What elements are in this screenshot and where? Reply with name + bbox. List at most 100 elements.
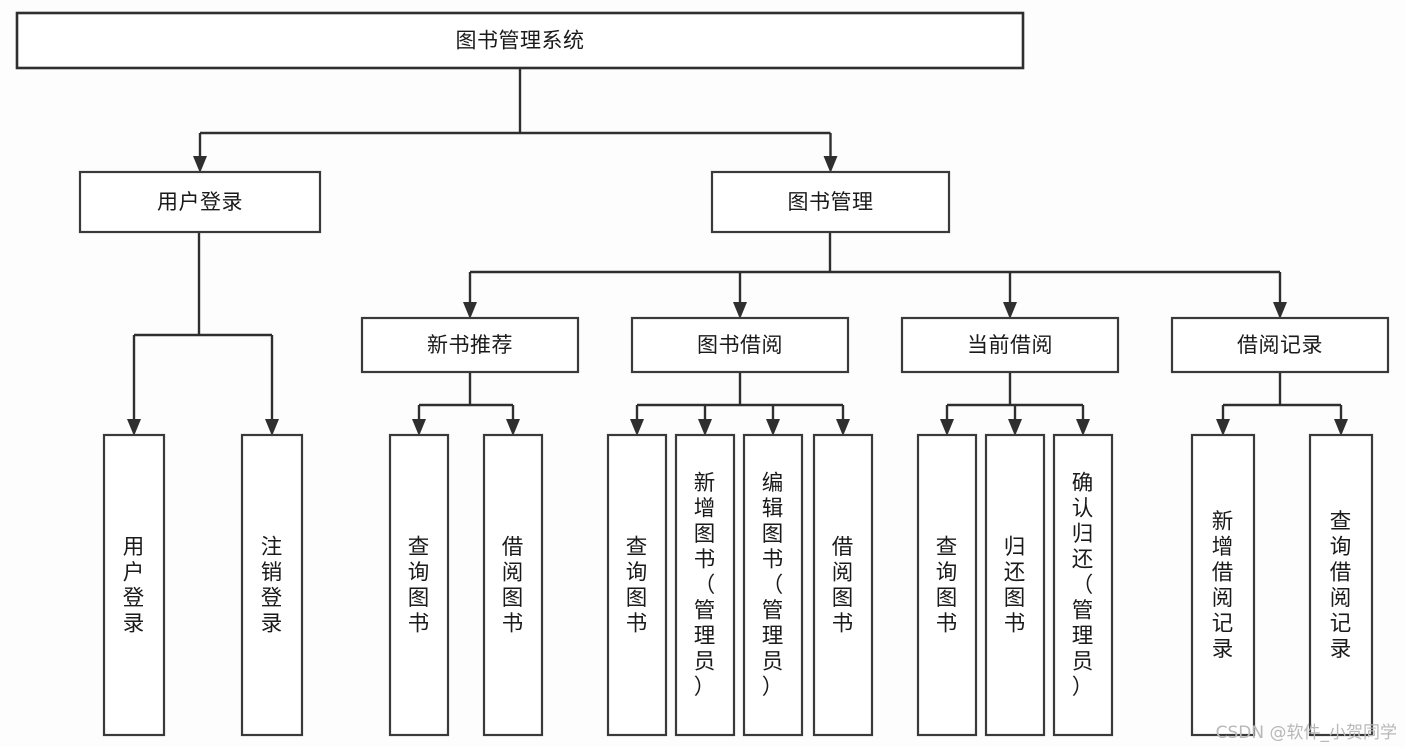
- node-box-new-book-recommend[interactable]: [360, 316, 580, 374]
- node-box-leaf-user-login[interactable]: [102, 433, 166, 737]
- node-box-leaf-logout[interactable]: [240, 433, 304, 737]
- node-label-current-borrow: 当前借阅: [967, 333, 1053, 357]
- node-label-leaf-query-book-1: 查询图书: [408, 535, 431, 637]
- node-leaf-edit-book[interactable]: 编辑图书（管理员）: [742, 433, 804, 737]
- node-label-book-borrow: 图书借阅: [697, 333, 783, 357]
- connector-current-borrow-to-leaf-return-book: [1008, 405, 1022, 436]
- connector-user-login-to-leaf-user-login: [127, 335, 141, 436]
- connector-root-to-book-management: [823, 133, 838, 173]
- arrow-head-leaf-query-record: [1334, 419, 1348, 436]
- node-root[interactable]: 图书管理系统: [15, 11, 1025, 70]
- connector-new-book-recommend-to-leaf-query-book-1: [412, 405, 426, 436]
- node-box-leaf-return-book[interactable]: [984, 433, 1046, 737]
- node-leaf-borrow-book-1[interactable]: 借阅图书: [482, 433, 544, 737]
- node-leaf-query-book-3[interactable]: 查询图书: [916, 433, 978, 737]
- connector-book-borrow-to-leaf-query-book-2: [630, 405, 644, 436]
- node-book-management[interactable]: 图书管理: [710, 170, 951, 234]
- node-new-book-recommend[interactable]: 新书推荐: [360, 316, 580, 374]
- arrow-head-leaf-return-book: [1008, 419, 1022, 436]
- node-leaf-add-book[interactable]: 新增图书（管理员）: [674, 433, 736, 737]
- connector-book-management-to-book-borrow: [733, 272, 747, 319]
- node-label-leaf-add-record: 新增借阅记录: [1212, 509, 1235, 662]
- arrow-head-leaf-query-book-3: [940, 419, 954, 436]
- connector-current-borrow-to-leaf-confirm-return: [1076, 405, 1090, 436]
- node-label-leaf-confirm-return: 确认归还（管理员）: [1072, 471, 1095, 700]
- arrow-head-borrow-record: [1273, 302, 1287, 319]
- node-current-borrow[interactable]: 当前借阅: [900, 316, 1120, 374]
- connector-current-borrow-to-leaf-query-book-3: [940, 405, 954, 436]
- connector-user-login-to-leaf-logout: [265, 335, 279, 436]
- node-label-leaf-logout: 注销登录: [261, 535, 284, 637]
- arrow-head-leaf-add-record: [1216, 419, 1230, 436]
- arrow-head-book-borrow: [733, 302, 747, 319]
- connector-borrow-record-to-leaf-query-record: [1334, 405, 1348, 436]
- node-box-book-management[interactable]: [710, 170, 951, 234]
- node-label-new-book-recommend: 新书推荐: [427, 333, 513, 357]
- connector-root-to-user-login: [193, 133, 207, 173]
- node-user-login[interactable]: 用户登录: [78, 170, 322, 234]
- node-box-leaf-confirm-return[interactable]: [1052, 433, 1114, 737]
- node-label-leaf-add-book: 新增图书（管理员）: [694, 471, 717, 700]
- arrow-head-leaf-borrow-book-1: [506, 419, 520, 436]
- node-label-leaf-edit-book: 编辑图书（管理员）: [762, 471, 785, 700]
- node-box-leaf-query-book-3[interactable]: [916, 433, 978, 737]
- node-label-borrow-record: 借阅记录: [1237, 333, 1323, 357]
- arrow-head-leaf-user-login: [127, 419, 141, 436]
- connector-borrow-record-to-leaf-add-record: [1216, 405, 1230, 436]
- node-box-borrow-record[interactable]: [1170, 316, 1390, 374]
- arrow-head-user-login: [193, 156, 207, 173]
- connector-book-management-to-new-book-recommend: [463, 272, 477, 319]
- node-box-leaf-borrow-book-1[interactable]: [482, 433, 544, 737]
- node-leaf-query-record[interactable]: 查询借阅记录: [1308, 433, 1374, 737]
- node-label-book-management: 图书管理: [788, 190, 874, 214]
- node-leaf-confirm-return[interactable]: 确认归还（管理员）: [1052, 433, 1114, 737]
- connector-book-borrow-to-leaf-borrow-book-2: [836, 405, 850, 436]
- node-box-leaf-query-record[interactable]: [1308, 433, 1374, 737]
- arrow-head-current-borrow: [1003, 302, 1017, 319]
- node-box-root[interactable]: [15, 11, 1025, 70]
- node-leaf-add-record[interactable]: 新增借阅记录: [1190, 433, 1256, 737]
- arrow-head-leaf-borrow-book-2: [836, 419, 850, 436]
- connector-new-book-recommend-to-leaf-borrow-book-1: [506, 405, 520, 436]
- connector-book-borrow-to-leaf-add-book: [698, 405, 712, 436]
- node-leaf-logout[interactable]: 注销登录: [240, 433, 304, 737]
- node-label-root: 图书管理系统: [456, 29, 585, 53]
- arrow-head-book-management: [823, 156, 838, 173]
- node-box-leaf-edit-book[interactable]: [742, 433, 804, 737]
- arrow-head-leaf-query-book-2: [630, 419, 644, 436]
- node-leaf-user-login[interactable]: 用户登录: [102, 433, 166, 737]
- arrow-head-leaf-edit-book: [766, 419, 780, 436]
- node-box-leaf-add-book[interactable]: [674, 433, 736, 737]
- node-book-borrow[interactable]: 图书借阅: [630, 316, 850, 374]
- node-borrow-record[interactable]: 借阅记录: [1170, 316, 1390, 374]
- node-box-user-login[interactable]: [78, 170, 322, 234]
- connector-book-management-to-current-borrow: [1003, 272, 1017, 319]
- node-label-leaf-query-book-2: 查询图书: [626, 535, 649, 637]
- node-leaf-return-book[interactable]: 归还图书: [984, 433, 1046, 737]
- arrow-head-leaf-query-book-1: [412, 419, 426, 436]
- node-label-leaf-borrow-book-2: 借阅图书: [832, 535, 855, 637]
- node-box-leaf-query-book-2[interactable]: [606, 433, 668, 737]
- node-label-leaf-query-record: 查询借阅记录: [1330, 509, 1353, 662]
- node-leaf-query-book-2[interactable]: 查询图书: [606, 433, 668, 737]
- connector-layer: [127, 68, 1348, 436]
- node-label-leaf-borrow-book-1: 借阅图书: [502, 535, 525, 637]
- node-label-leaf-query-book-3: 查询图书: [936, 535, 959, 637]
- node-box-current-borrow[interactable]: [900, 316, 1120, 374]
- arrow-head-leaf-confirm-return: [1076, 419, 1090, 436]
- arrow-head-new-book-recommend: [463, 302, 477, 319]
- connector-book-borrow-to-leaf-edit-book: [766, 405, 780, 436]
- arrow-head-leaf-add-book: [698, 419, 712, 436]
- node-box-leaf-add-record[interactable]: [1190, 433, 1256, 737]
- node-box-book-borrow[interactable]: [630, 316, 850, 374]
- node-label-leaf-return-book: 归还图书: [1004, 535, 1027, 637]
- connector-book-management-to-borrow-record: [1273, 272, 1287, 319]
- node-leaf-query-book-1[interactable]: 查询图书: [388, 433, 450, 737]
- node-box-leaf-query-book-1[interactable]: [388, 433, 450, 737]
- node-layer: 图书管理系统用户登录图书管理新书推荐图书借阅当前借阅借阅记录用户登录注销登录查询…: [15, 11, 1390, 737]
- node-leaf-borrow-book-2[interactable]: 借阅图书: [812, 433, 874, 737]
- node-label-user-login: 用户登录: [157, 190, 243, 214]
- node-box-leaf-borrow-book-2[interactable]: [812, 433, 874, 737]
- node-label-leaf-user-login: 用户登录: [123, 535, 146, 637]
